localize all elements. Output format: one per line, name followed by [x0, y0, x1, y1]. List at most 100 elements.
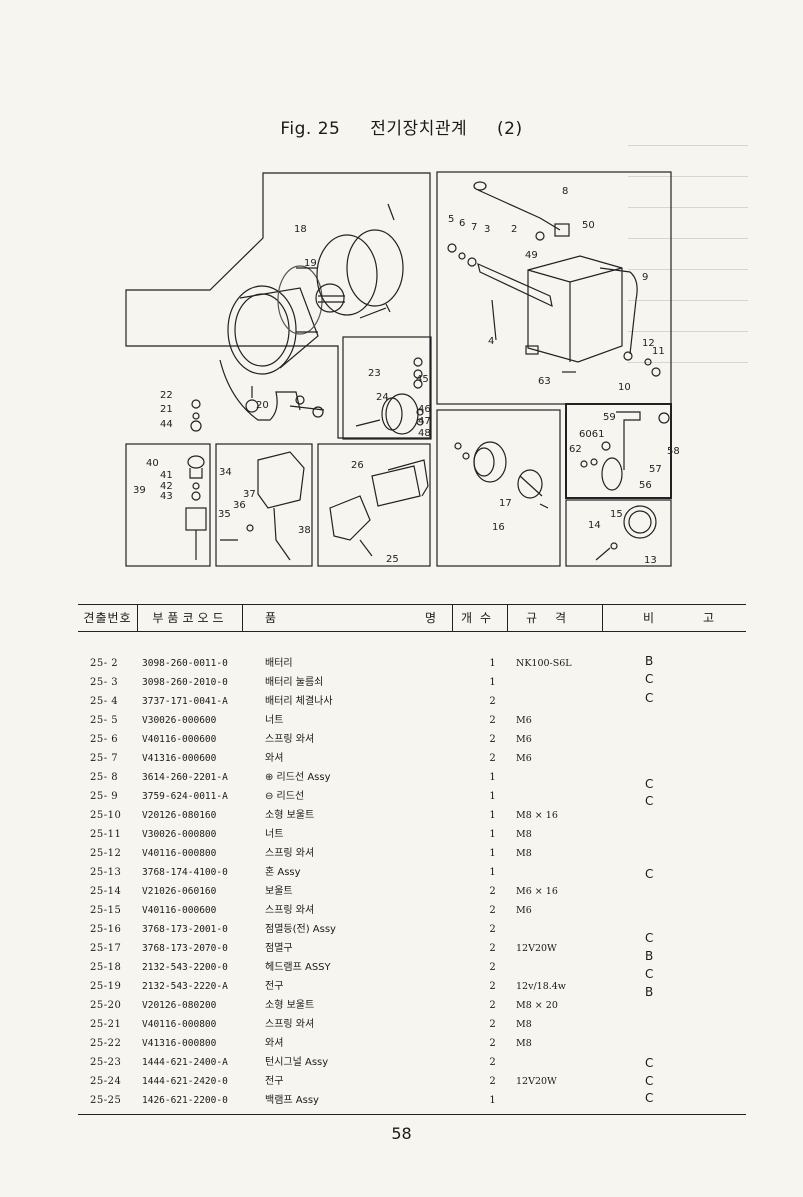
callout-43: 43	[160, 491, 173, 502]
remark-mark: C	[645, 866, 654, 881]
spec-cell: M8 × 16	[516, 810, 558, 821]
callout-57: 57	[649, 464, 662, 475]
part-name-cell: 와셔	[265, 1038, 284, 1049]
index-no-cell: 25-14	[90, 886, 122, 897]
parts-table-header: 견출번호 부품코오드 품 명 개수 규격 비 고	[78, 605, 746, 632]
callout-2: 2	[511, 224, 517, 235]
part-name-cell: 점멸구	[265, 943, 293, 954]
callout-3: 3	[484, 224, 490, 235]
quantity-cell: 2	[489, 924, 496, 935]
quantity-cell: 1	[489, 810, 496, 821]
part-name-cell: 스프링 와셔	[265, 734, 315, 745]
callout-63: 63	[538, 376, 551, 387]
callout-41: 41	[160, 470, 173, 481]
header-part-name-left: 품	[265, 611, 277, 625]
callout-6061: 6061	[579, 429, 604, 440]
callout-49: 49	[525, 250, 538, 261]
part-code-cell: 3737-171-0041-A	[142, 696, 228, 707]
part-name-cell: 전구	[265, 981, 284, 992]
index-no-cell: 25-12	[90, 848, 122, 859]
spec-cell: NK100-S6L	[516, 658, 572, 669]
spec-cell: 12v/18.4w	[516, 981, 566, 992]
header-part-name-right: 명	[424, 611, 436, 625]
spec-cell	[508, 673, 603, 692]
spec-cell: M6	[516, 905, 532, 916]
part-code-cell: V30026-000600	[142, 715, 217, 726]
callout-10: 10	[618, 382, 631, 393]
remark-mark: C	[645, 776, 654, 791]
callout-56: 56	[639, 480, 652, 491]
callout-19: 19	[304, 258, 317, 269]
quantity-cell: 2	[489, 1019, 496, 1030]
part-name-cell: 배터리 눌름쇠	[265, 677, 324, 688]
turn-signal-drawing	[355, 357, 424, 435]
quantity-cell: 2	[489, 696, 496, 707]
horn-panel-frame	[565, 499, 672, 567]
part-code-cell: 3098-260-0011-0	[142, 658, 228, 669]
part-code-cell: 3614-260-2201-A	[142, 772, 228, 783]
part-code-cell: 1444-621-2420-0	[142, 1076, 228, 1087]
callout-36: 36	[233, 500, 246, 511]
part-code-cell: 2132-543-2200-0	[142, 962, 228, 973]
battery-drawing	[447, 181, 661, 377]
spec-cell: M6	[516, 753, 532, 764]
part-code-cell: V40116-000800	[142, 1019, 217, 1030]
spec-cell: M6	[516, 715, 532, 726]
backlamp-drawing	[329, 459, 429, 557]
part-code-cell: V40116-000600	[142, 734, 217, 745]
index-no-cell: 25-11	[90, 829, 122, 840]
quantity-cell: 2	[489, 715, 496, 726]
part-code-cell: 3768-173-2001-0	[142, 924, 228, 935]
index-no-cell: 25-21	[90, 1019, 122, 1030]
callout-62: 62	[569, 444, 582, 455]
remark-mark: C	[645, 1055, 654, 1070]
spec-cell: M8	[516, 829, 532, 840]
spec-cell	[508, 920, 603, 939]
callout-35: 35	[218, 509, 231, 520]
backlamp-panel-frame	[317, 443, 431, 567]
callout-9: 9	[642, 272, 648, 283]
part-code-cell: V41316-000600	[142, 753, 217, 764]
callout-23: 23	[368, 368, 381, 379]
index-no-cell: 25-25	[90, 1095, 122, 1106]
index-no-cell: 25-13	[90, 867, 122, 878]
index-no-cell: 25- 6	[90, 734, 119, 745]
part-name-cell: 너트	[265, 829, 284, 840]
remark-mark: C	[645, 672, 654, 687]
index-no-cell: 25-20	[90, 1000, 122, 1011]
header-spec: 규격	[508, 605, 603, 631]
remark-mark: C	[645, 966, 654, 981]
callout-59: 59	[603, 412, 616, 423]
spec-cell: M6	[516, 734, 532, 745]
callout-6: 6	[459, 218, 465, 229]
quantity-cell: 2	[489, 981, 496, 992]
callout-18: 18	[294, 224, 307, 235]
horn-drawing	[595, 505, 657, 561]
quantity-cell: 2	[489, 734, 496, 745]
part-code-cell: V20126-080160	[142, 810, 217, 821]
remark-mark: B	[645, 984, 654, 999]
part-name-cell: 턴시그널 Assy	[265, 1057, 329, 1068]
index-no-cell: 25- 9	[90, 791, 119, 802]
part-code-cell: 2132-543-2220-A	[142, 981, 228, 992]
switch-panel-frame	[125, 443, 211, 567]
remark-mark: C	[645, 931, 654, 946]
quantity-cell: 1	[489, 658, 496, 669]
spec-cell: 12V20W	[516, 1076, 557, 1087]
callout-24: 24	[376, 392, 389, 403]
spec-cell: M8	[516, 1038, 532, 1049]
spec-cell: M8	[516, 1019, 532, 1030]
remark-mark: C	[645, 691, 654, 706]
spec-cell	[508, 1053, 603, 1072]
quantity-cell: 1	[489, 829, 496, 840]
index-no-cell: 25-17	[90, 943, 122, 954]
quantity-cell: 2	[489, 1038, 496, 1049]
exploded-parts-diagram: 18 19 20 22 21 44 23 24 45 46 47 48 5 6 …	[125, 171, 680, 567]
part-code-cell: V40116-000800	[142, 848, 217, 859]
part-code-cell: 3759-624-0011-A	[142, 791, 228, 802]
index-no-cell: 25- 3	[90, 677, 119, 688]
part-name-cell: 혼 Assy	[265, 867, 301, 878]
